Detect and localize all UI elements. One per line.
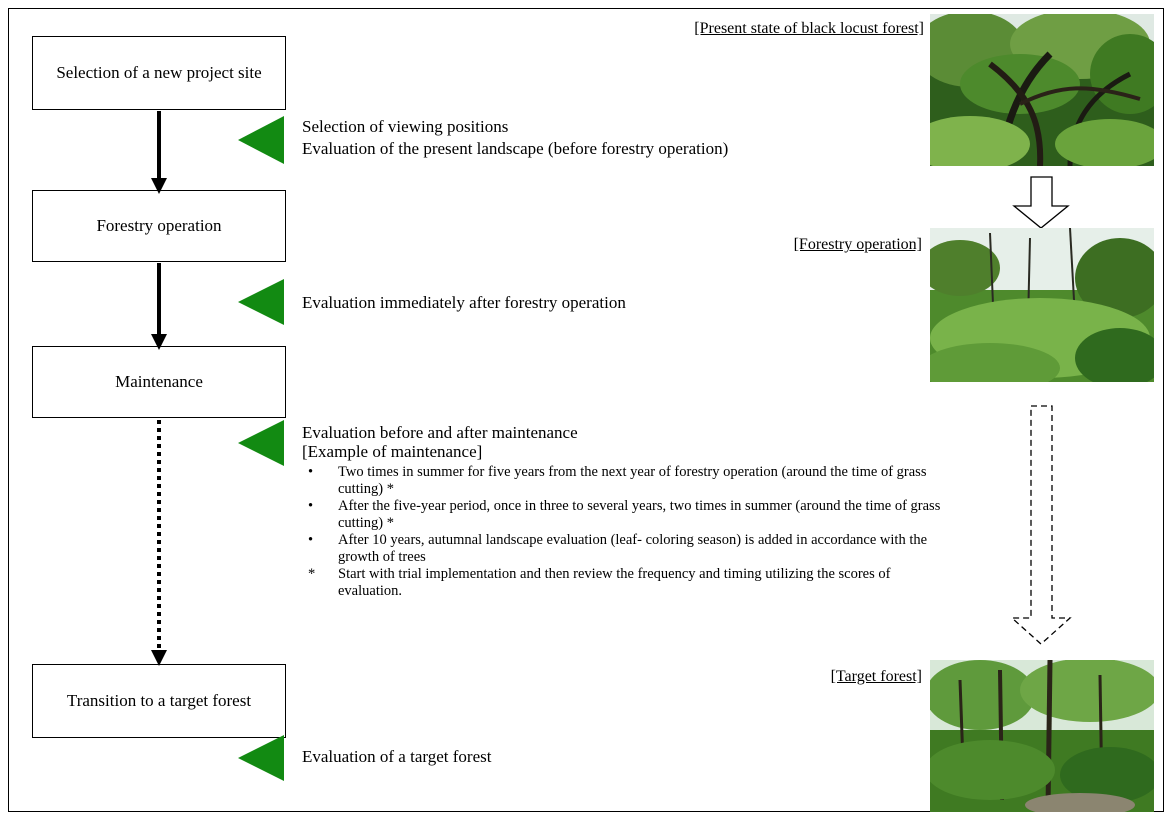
example-item-text: Start with trial implementation and then… — [338, 566, 891, 599]
step-box-forestry-operation: Forestry operation — [32, 190, 286, 262]
step-box-site-selection: Selection of a new project site — [32, 36, 286, 110]
example-item: * Start with trial implementation and the… — [302, 566, 942, 600]
bullet-mark: • — [308, 532, 314, 548]
photo-caption-target-forest: [Target forest] — [830, 668, 922, 685]
step-box-target-forest: Transition to a target forest — [32, 664, 286, 738]
photo-present-state-forest — [930, 14, 1154, 166]
example-item: • After 10 years, autumnal landscape eval… — [302, 532, 942, 566]
example-title: [Example of maintenance] — [302, 442, 483, 461]
bullet-mark: • — [308, 498, 314, 514]
evaluation-marker-3 — [238, 420, 284, 466]
photo-forestry-operation — [930, 228, 1154, 382]
photo-caption-present-state: [Present state of black locust forest] — [694, 20, 924, 37]
example-item: • Two times in summer for five years from… — [302, 464, 942, 498]
diagram-frame — [8, 8, 1164, 812]
step-label-site-selection: Selection of a new project site — [56, 63, 262, 83]
evaluation-text-3: Evaluation before and after maintenance — [302, 423, 578, 442]
evaluation-marker-2 — [238, 279, 284, 325]
example-item-text: After 10 years, autumnal landscape evalu… — [338, 532, 928, 565]
evaluation-marker-1 — [238, 116, 284, 164]
example-item-text: Two times in summer for five years from … — [338, 464, 927, 497]
photo-transition-arrow-solid — [1012, 176, 1070, 229]
evaluation-marker-4 — [238, 735, 284, 781]
step-label-maintenance: Maintenance — [115, 372, 203, 392]
evaluation-text-2: Evaluation immediately after forestry op… — [302, 293, 626, 312]
evaluation-text-4: Evaluation of a target forest — [302, 747, 492, 766]
evaluation-text-1-line1: Selection of viewing positions — [302, 117, 509, 136]
bullet-mark: • — [308, 464, 314, 480]
example-item-text: After the five-year period, once in thre… — [338, 498, 941, 531]
photo-transition-arrow-dashed — [1010, 405, 1072, 645]
evaluation-text-1-line2: Evaluation of the present landscape (bef… — [302, 139, 729, 158]
step-label-forestry-operation: Forestry operation — [96, 216, 222, 236]
asterisk-mark: * — [308, 566, 316, 582]
example-item: • After the five-year period, once in thr… — [302, 498, 942, 532]
photo-caption-forestry-operation: [Forestry operation] — [793, 236, 922, 253]
photo-target-forest — [930, 660, 1154, 812]
step-label-target-forest: Transition to a target forest — [66, 691, 252, 711]
example-list: • Two times in summer for five years from… — [302, 464, 942, 600]
evaluation-text-1: Selection of viewing positions Evaluatio… — [302, 116, 728, 160]
